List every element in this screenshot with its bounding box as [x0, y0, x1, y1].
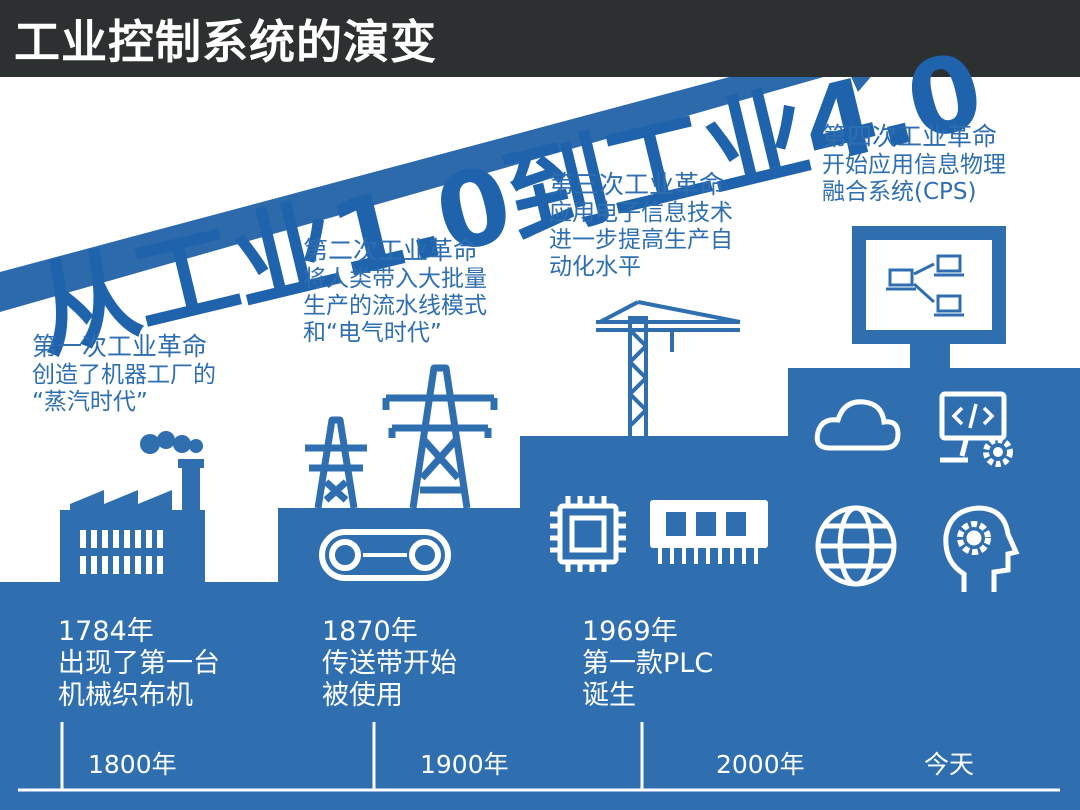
revolution-heading: 第四次工业革命	[822, 122, 998, 151]
page-title: 工业控制系统的演变	[14, 15, 437, 69]
revolution-1: 第一次工业革命 创造了机器工厂的 “蒸汽时代”	[32, 332, 216, 416]
cpu-chip-icon	[550, 496, 626, 572]
cloud-icon	[814, 399, 901, 451]
revolution-desc-line: 将人类带入大批量	[303, 266, 487, 292]
factory-icon	[70, 431, 204, 588]
revolution-desc-line: 动化水平	[549, 254, 641, 280]
head-gear-icon	[943, 505, 1020, 592]
revolution-heading: 第二次工业革命	[303, 236, 479, 265]
power-tower-icon	[305, 364, 498, 509]
timeline-tick-label: 1800年	[88, 750, 177, 779]
code-gear-icon	[939, 391, 1013, 467]
rising-arrow	[0, 22, 914, 312]
revolution-2: 第二次工业革命 将人类带入大批量 生产的流水线模式 和“电气时代”	[303, 236, 487, 347]
milestone-1969: 1969年 第一款PLC 诞生	[582, 616, 713, 712]
milestone-line: 出现了第一台	[58, 648, 220, 679]
milestone-year: 1870年	[322, 616, 418, 647]
revolution-3: 第三次工业革命 应用电子信息技术 进一步提高生产自 动化水平	[549, 170, 733, 281]
milestone-year: 1784年	[58, 616, 154, 647]
revolution-desc-line: 进一步提高生产自	[549, 227, 733, 253]
revolution-desc-line: 生产的流水线模式	[303, 293, 487, 319]
conveyor-belt-icon	[319, 529, 451, 581]
revolution-desc-line: 创造了机器工厂的	[32, 362, 216, 388]
milestone-line: 诞生	[582, 680, 636, 711]
revolution-4: 第四次工业革命 开始应用信息物理 融合系统(CPS)	[822, 122, 1006, 206]
revolution-desc-line: 应用电子信息技术	[549, 200, 733, 226]
milestone-line: 第一款PLC	[582, 648, 714, 679]
revolution-heading: 第一次工业革命	[32, 332, 208, 361]
memory-module-icon	[650, 500, 768, 564]
milestone-line: 传送带开始	[322, 648, 457, 679]
timeline-axis	[18, 722, 1060, 792]
milestone-line: 机械织布机	[58, 680, 193, 711]
timeline-tick-label: 1900年	[420, 750, 509, 779]
revolution-heading: 第三次工业革命	[549, 170, 725, 199]
revolution-desc-line: 融合系统(CPS)	[822, 179, 977, 205]
network-monitor-icon	[852, 226, 1006, 368]
timeline-tick-label: 2000年	[716, 750, 805, 779]
milestone-1870: 1870年 传送带开始 被使用	[322, 616, 457, 712]
milestone-1784: 1784年 出现了第一台 机械织布机	[58, 616, 220, 712]
revolution-desc-line: 和“电气时代”	[303, 320, 442, 346]
revolution-desc-line: 开始应用信息物理	[822, 152, 1006, 178]
tower-crane-icon	[596, 300, 741, 436]
title-bar	[0, 0, 1080, 77]
stepped-blue-base	[0, 368, 1080, 810]
timeline-tick-label: 今天	[924, 750, 975, 779]
milestone-year: 1969年	[582, 616, 678, 647]
revolution-desc-line: “蒸汽时代”	[32, 389, 148, 415]
globe-icon	[815, 505, 897, 587]
milestone-line: 被使用	[322, 680, 403, 711]
